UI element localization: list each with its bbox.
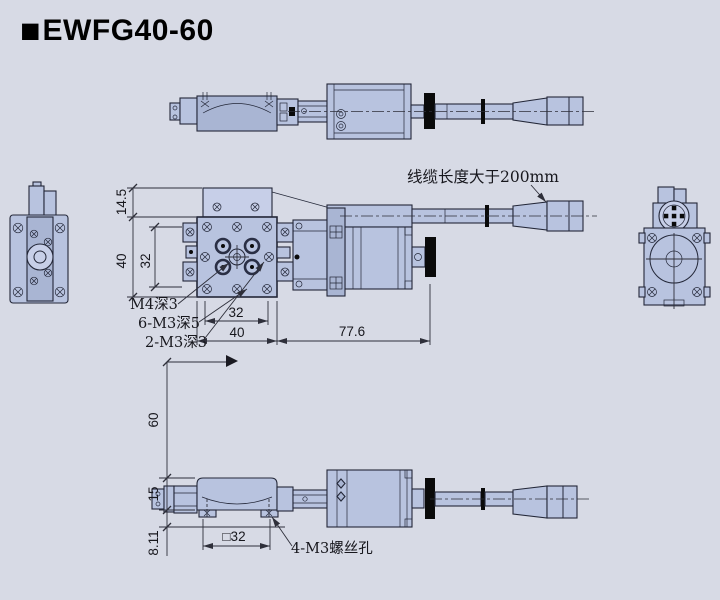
product-model-title: EWFG40-60 bbox=[42, 14, 214, 47]
stage-table-side bbox=[196, 477, 278, 511]
adjust-knob-front-view bbox=[425, 237, 436, 277]
label-m4-thread: M4深3 bbox=[130, 296, 178, 313]
top-plate bbox=[202, 187, 273, 218]
label-2xm3-thread: 2-M3深3 bbox=[145, 334, 207, 351]
cable-note-text: 线缆长度大于200mm bbox=[407, 168, 559, 186]
right-side-view bbox=[638, 186, 711, 309]
dim-hole-spacing: 32 bbox=[228, 305, 243, 320]
side-view-dimensions: 60 15 8.11 □32 4-M3螺丝孔 bbox=[146, 355, 373, 557]
cable-length-note: 线缆长度大于200mm bbox=[407, 168, 559, 203]
label-4xm3-screw-holes: 4-M3螺丝孔 bbox=[291, 540, 373, 557]
page-title: ■ EWFG40-60 bbox=[20, 14, 214, 48]
front-view-dimensions: 14.5 40 32 32 40 77.6 M4深3 6-M3深5 2-M3深3 bbox=[114, 183, 431, 351]
adjust-knob-top-view bbox=[424, 93, 435, 129]
dim-body-length: 77.6 bbox=[339, 324, 365, 339]
dim-travel-height: 60 bbox=[146, 412, 161, 427]
label-6xm3-thread: 6-M3深5 bbox=[138, 315, 200, 332]
front-view bbox=[182, 187, 597, 298]
dim-mount-pattern: □32 bbox=[222, 529, 245, 544]
dim-top-plate-height: 14.5 bbox=[114, 189, 129, 215]
dim-base-height: 8.11 bbox=[146, 530, 161, 555]
left-side-view bbox=[9, 181, 69, 304]
dim-overall-width: 40 bbox=[229, 325, 244, 340]
cable-connector-side-view bbox=[512, 485, 548, 519]
adjust-knob-side-view bbox=[425, 478, 435, 519]
motor-flange bbox=[326, 207, 346, 297]
title-bullet-square: ■ bbox=[20, 12, 41, 50]
top-view bbox=[169, 83, 597, 140]
dim-stage-height: 15 bbox=[146, 486, 161, 501]
travel-arrow-marker bbox=[226, 355, 238, 367]
bottom-side-view bbox=[151, 469, 592, 528]
dim-inner-height: 32 bbox=[138, 253, 153, 268]
face-screw-holes bbox=[200, 222, 274, 294]
motor-body bbox=[344, 226, 413, 290]
dim-overall-height: 40 bbox=[114, 253, 129, 268]
